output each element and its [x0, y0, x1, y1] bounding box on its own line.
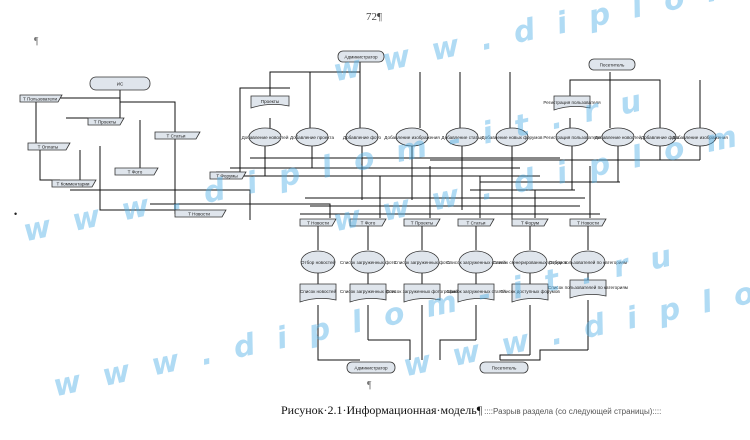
table-users: [19, 94, 63, 103]
admin-op-add-news-label: Добавление новостей: [242, 134, 289, 140]
mid-op-1: [300, 250, 336, 274]
admin-op-add-article-label: Добавление статьи: [441, 135, 483, 140]
mid-doc-4: [457, 283, 495, 303]
guest-op-add-news-label: Добавление новостей: [595, 134, 642, 140]
mid-table-1-label: Т Новости: [307, 221, 329, 226]
guest-op-add-images-label: Добавление изображения: [672, 135, 728, 140]
connector-lines: [35, 62, 701, 361]
mid-doc-1-label: Список новостей: [300, 288, 336, 294]
mid-doc-2-label: Список загруженных фото: [340, 289, 397, 294]
actor-guest-oval: [588, 58, 636, 71]
actor-admin-label: Администратор: [344, 55, 378, 60]
table-projects-label: Т Проекты: [94, 120, 117, 125]
mid-op-1-label: Отбор новостей: [301, 259, 336, 265]
mid-op-4-label: Список загруженных статей: [446, 259, 506, 265]
mid-table-3: [403, 218, 441, 227]
guest-op-add-images: [683, 127, 717, 147]
table-articles: [154, 131, 201, 140]
table-photos-label: Т Фото: [128, 170, 143, 175]
mid-op-4: [458, 250, 494, 274]
table-news: [174, 209, 227, 218]
mid-op-3-label: Список загруженных фото: [394, 260, 451, 265]
table-projects: [87, 117, 125, 126]
mid-doc-6-label: Список пользователей по категориям: [548, 284, 628, 290]
paragraph-mark-bottom: ¶: [367, 380, 372, 391]
mid-op-5: [512, 250, 548, 274]
admin-op-add-images-label: Добавление изображения: [384, 135, 440, 140]
mid-table-2: [349, 218, 387, 227]
mid-table-4: [457, 218, 495, 227]
mid-op-6: [570, 250, 606, 274]
admin-doc-projects: [250, 95, 290, 109]
table-comments-label: Т Комментарии: [56, 182, 89, 187]
admin-op-add-forum-label: Добавление новых форумов: [482, 135, 544, 140]
mid-table-6: [569, 218, 607, 227]
bullet-mark: •: [14, 209, 18, 219]
mid-op-3: [404, 250, 440, 274]
admin-op-add-photo-label: Добавление фото: [343, 135, 382, 140]
guest-doc-label: Регистрация пользователя: [543, 100, 601, 105]
section-break-marker: ::::Разрыв раздела (со следующей страниц…: [484, 407, 662, 416]
mid-table-6-label: Т Новости: [577, 221, 599, 226]
output-admin-oval: [346, 361, 396, 374]
guest-op-registration-label: Регистрация пользователя: [543, 135, 601, 140]
mid-doc-3: [403, 283, 441, 303]
actor-user-oval: [89, 76, 151, 91]
table-payments-label: Т Оплаты: [38, 145, 59, 150]
mid-table-5-label: Т Форум: [521, 221, 539, 226]
output-visitor-oval: [479, 361, 529, 374]
mid-op-5-label: Список сгенерированных форумов: [493, 260, 568, 265]
information-model-diagram: ИС Администратор Посетитель Администрато…: [19, 50, 728, 374]
guest-op-add-news: [601, 127, 635, 147]
mid-table-5: [511, 218, 549, 227]
mid-op-2: [350, 250, 386, 274]
table-forums: [209, 171, 247, 180]
admin-op-add-project-label: Добавление проекта: [290, 135, 335, 140]
table-payments: [27, 142, 71, 151]
admin-op-add-news: [248, 127, 282, 147]
admin-op-add-photo: [345, 127, 379, 147]
admin-op-add-forum: [495, 127, 529, 147]
guest-op-registration: [555, 127, 589, 147]
table-comments: [51, 179, 97, 188]
mid-doc-1: [299, 283, 337, 303]
paragraph-mark: ¶: [34, 36, 39, 47]
output-admin-label: Администратор: [354, 366, 388, 371]
admin-op-add-project: [295, 127, 329, 147]
table-users-label: Т Пользователи: [23, 97, 57, 102]
mid-doc-2: [349, 283, 387, 303]
guest-op-add-photo: [643, 127, 677, 147]
mid-op-2-label: Список загруженных фото: [340, 260, 397, 265]
mid-table-1: [299, 218, 337, 227]
mid-table-3-label: Т Проекты: [411, 221, 434, 226]
mid-doc-3-label: Список загруженных фотографий: [386, 288, 458, 294]
table-forums-label: Т Форумы: [216, 174, 237, 179]
actor-admin-oval: [337, 50, 385, 63]
mid-op-6-label: Отбор пользователей по категориям: [549, 259, 627, 265]
caption-text: Рисунок·2.1·Информационная·модель¶: [281, 403, 483, 417]
actor-guest-label: Посетитель: [600, 63, 625, 68]
admin-op-add-article: [445, 127, 479, 147]
output-visitor-label: Посетитель: [492, 366, 517, 371]
mid-doc-5-label: Список доступных форумов: [500, 289, 560, 294]
mid-table-2-label: Т Фото: [361, 221, 376, 226]
mid-table-4-label: Т Статьи: [467, 221, 486, 226]
table-photos: [114, 167, 159, 176]
guest-doc-registration: [553, 95, 591, 111]
admin-doc-label: Проекты: [261, 99, 279, 104]
guest-op-add-photo-label: Добавление фото: [641, 135, 680, 140]
mid-doc-4-label: Список загруженных статей: [446, 288, 506, 294]
mid-doc-6: [569, 279, 607, 299]
page-number: 72¶: [366, 11, 382, 23]
admin-op-add-images: [395, 127, 429, 147]
mid-doc-5: [511, 283, 549, 303]
table-news-label: Т Новости: [188, 212, 210, 217]
figure-caption: Рисунок·2.1·Информационная·модель¶::::Ра…: [281, 403, 661, 418]
actor-user-label: ИС: [117, 82, 124, 87]
table-articles-label: Т Статьи: [167, 134, 186, 139]
